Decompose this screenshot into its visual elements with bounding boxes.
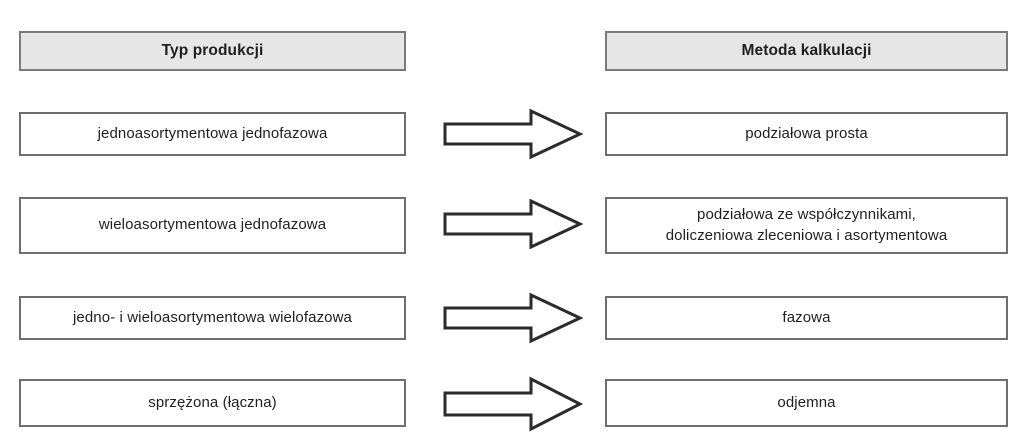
costing-method-box-4: odjemna	[605, 379, 1008, 427]
right-arrow-icon	[443, 198, 583, 250]
right-arrow-icon	[443, 292, 583, 344]
production-type-box-1: jednoasortymentowa jednofazowa	[19, 112, 406, 156]
costing-method-text-2-line1: podziałowa ze współczynnikami,	[697, 206, 916, 224]
costing-method-box-3: fazowa	[605, 296, 1008, 340]
production-type-box-4: sprzężona (łączna)	[19, 379, 406, 427]
right-arrow-glyph	[443, 376, 583, 432]
costing-method-box-2: podziałowa ze współczynnikami, doliczeni…	[605, 197, 1008, 254]
right-column-header: Metoda kalkulacji	[605, 31, 1008, 71]
right-arrow-icon	[443, 108, 583, 160]
right-arrow-glyph	[443, 292, 583, 344]
right-arrow-glyph	[443, 198, 583, 250]
costing-method-text-1: podziałowa prosta	[745, 124, 868, 142]
right-arrow-glyph	[443, 108, 583, 160]
costing-method-text-3: fazowa	[782, 308, 831, 326]
production-type-box-3: jedno- i wieloasortymentowa wielofazowa	[19, 296, 406, 340]
costing-method-text-4: odjemna	[777, 393, 836, 411]
costing-method-text-2-line2: doliczeniowa zleceniowa i asortymentowa	[665, 226, 948, 244]
right-arrow-icon	[443, 376, 583, 432]
left-column-header: Typ produkcji	[19, 31, 406, 71]
production-type-box-2: wieloasortymentowa jednofazowa	[19, 197, 406, 254]
costing-method-box-1: podziałowa prosta	[605, 112, 1008, 156]
